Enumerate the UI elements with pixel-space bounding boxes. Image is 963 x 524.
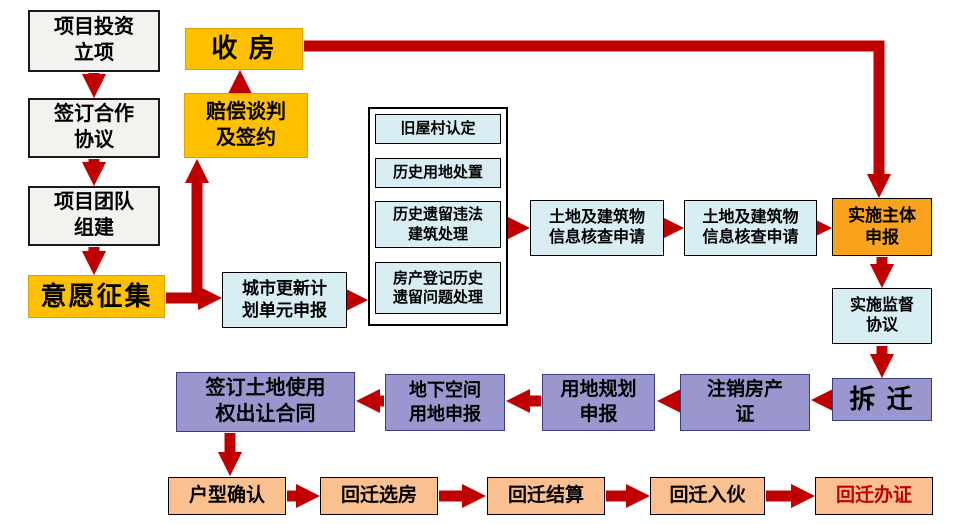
node-project-investment: 项目投资 立项: [28, 10, 160, 72]
node-relocation-house-selection: 回迁选房: [320, 477, 438, 515]
node-implementation-subject-application: 实施主体 申报: [832, 198, 932, 256]
node-relocation-settlement: 回迁结算: [487, 477, 605, 515]
node-land-transfer-contract: 签订土地使用 权出让合同: [176, 372, 355, 432]
node-illegal-building-treatment: 历史遗留违法 建筑处理: [375, 201, 501, 248]
node-receive-housing: 收 房: [185, 28, 303, 70]
node-info-check-application-2: 土地及建筑物 信息核查申请: [684, 200, 817, 256]
node-cancel-property-certificate: 注销房产 证: [680, 374, 810, 431]
node-underground-space-application: 地下空间 用地申报: [385, 374, 505, 431]
node-info-check-application-1: 土地及建筑物 信息核查申请: [530, 200, 664, 256]
arrow-receive-to-subject: [304, 40, 892, 199]
node-old-village-identification: 旧屋村认定: [375, 114, 501, 144]
node-relocation-certificate: 回迁办证: [815, 477, 933, 515]
node-renewal-plan-application: 城市更新计 划单元申报: [222, 272, 347, 328]
node-property-registration-issues: 房产登记历史 遗留问题处理: [375, 262, 501, 314]
node-unit-type-confirmation: 户型确认: [168, 477, 286, 515]
node-implementation-supervision-agreement: 实施监督 协议: [832, 288, 932, 344]
node-historical-land-disposal: 历史用地处置: [375, 158, 501, 188]
node-relocation-move-in: 回迁入伙: [650, 477, 765, 515]
node-compensation-negotiation: 赔偿谈判 及签约: [184, 93, 308, 158]
node-intention-collection: 意愿征集: [28, 275, 165, 318]
node-team-formation: 项目团队 组建: [28, 186, 160, 246]
node-sign-cooperation: 签订合作 协议: [28, 98, 160, 158]
node-land-use-planning-application: 用地规划 申报: [542, 374, 655, 431]
node-demolition: 拆 迁: [832, 378, 932, 421]
